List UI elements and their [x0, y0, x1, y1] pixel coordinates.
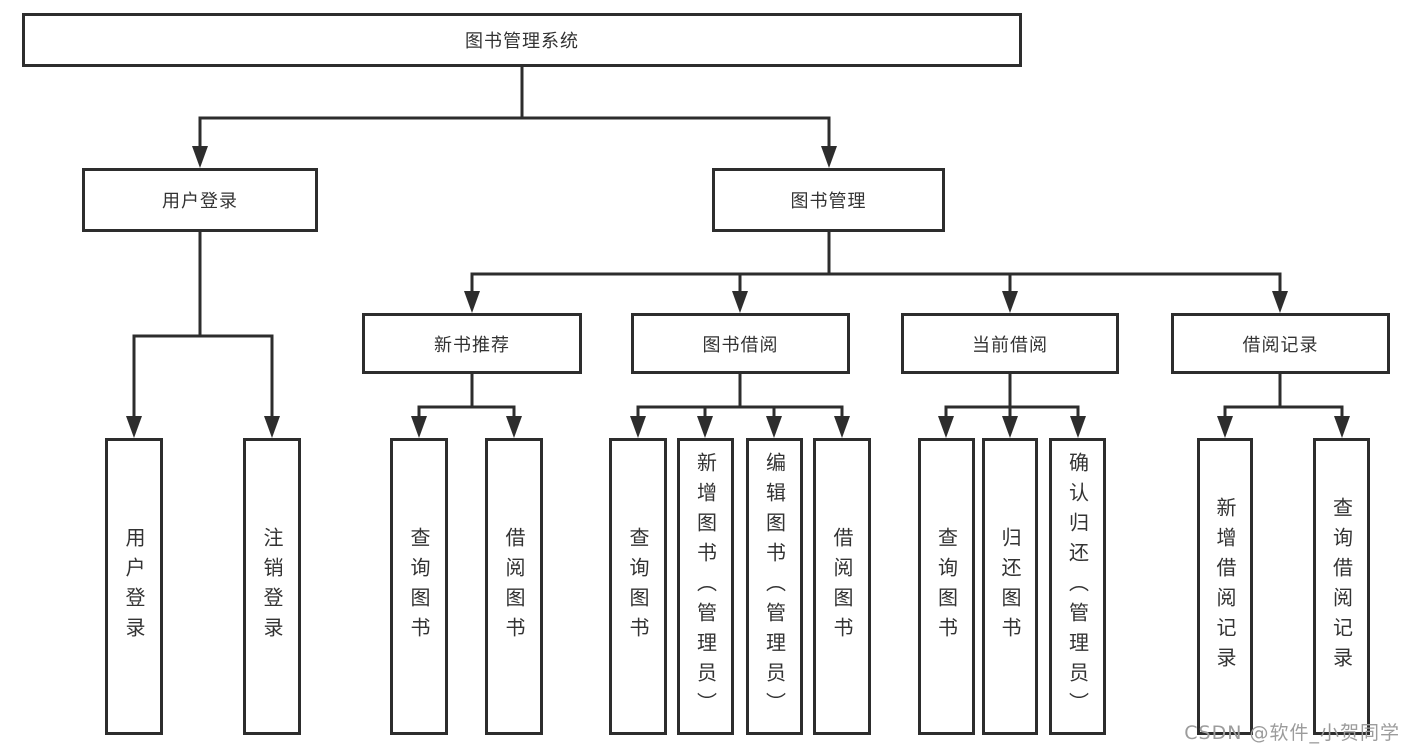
leaf-label: 查询图书 — [934, 526, 959, 647]
leaf-records-query-record: 查询借阅记录 — [1313, 438, 1370, 735]
node-label: 图书管理系统 — [465, 31, 579, 52]
leaf-label: 注销登录 — [260, 526, 284, 647]
leaf-borrow-query-books: 查询图书 — [609, 438, 667, 735]
leaf-label: 归还图书 — [998, 526, 1022, 647]
leaf-label: 编辑图书（管理员） — [762, 451, 787, 722]
leaf-current-return-books: 归还图书 — [982, 438, 1038, 735]
leaf-borrow-borrow-books: 借阅图书 — [813, 438, 871, 735]
leaf-current-confirm-return-admin: 确认归还（管理员） — [1049, 438, 1106, 735]
leaf-label: 借阅图书 — [830, 526, 854, 647]
node-book-management: 图书管理 — [712, 168, 945, 232]
node-label: 当前借阅 — [972, 334, 1048, 356]
node-label: 图书借阅 — [702, 334, 779, 356]
leaf-user-login: 用户登录 — [105, 438, 163, 735]
node-borrow-records: 借阅记录 — [1171, 313, 1390, 374]
node-current-borrow: 当前借阅 — [901, 313, 1119, 374]
node-book-borrow: 图书借阅 — [631, 313, 850, 374]
leaf-current-query-books: 查询图书 — [918, 438, 975, 735]
leaf-label: 借阅图书 — [502, 526, 526, 647]
leaf-recommend-query-books: 查询图书 — [390, 438, 448, 735]
node-label: 新书推荐 — [434, 334, 510, 356]
node-new-book-recommend: 新书推荐 — [362, 313, 582, 374]
leaf-label: 新增借阅记录 — [1213, 496, 1237, 677]
leaf-label: 查询图书 — [407, 526, 431, 647]
leaf-label: 查询借阅记录 — [1329, 496, 1354, 677]
leaf-label: 查询图书 — [626, 526, 650, 647]
node-library-system: 图书管理系统 — [22, 13, 1022, 67]
leaf-label: 确认归还（管理员） — [1065, 451, 1090, 722]
leaf-label: 新增图书（管理员） — [693, 451, 718, 722]
leaf-borrow-edit-books-admin: 编辑图书（管理员） — [746, 438, 803, 735]
node-label: 用户登录 — [162, 191, 238, 212]
leaf-logout: 注销登录 — [243, 438, 301, 735]
leaf-records-add-record: 新增借阅记录 — [1197, 438, 1253, 735]
leaf-recommend-borrow-books: 借阅图书 — [485, 438, 543, 735]
leaf-label: 用户登录 — [122, 526, 146, 647]
node-label: 图书管理 — [790, 191, 867, 212]
leaf-borrow-add-books-admin: 新增图书（管理员） — [677, 438, 734, 735]
csdn-watermark: CSDN @软件_小贺同学 — [1184, 722, 1400, 744]
node-user-login: 用户登录 — [82, 168, 318, 232]
node-label: 借阅记录 — [1242, 334, 1319, 356]
arrowheads — [126, 146, 1350, 438]
